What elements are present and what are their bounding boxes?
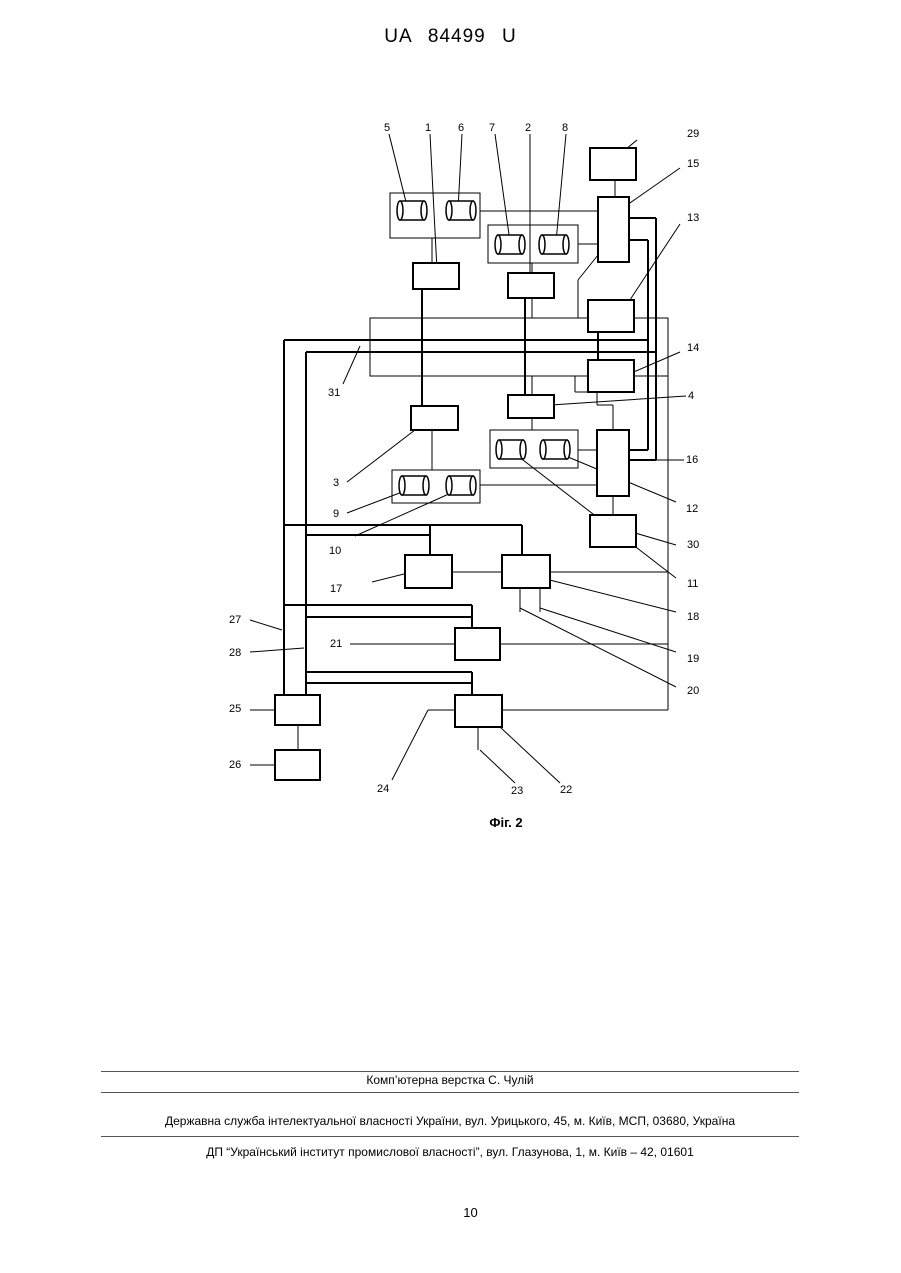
label-23: 23 [511, 785, 523, 797]
label-18: 18 [687, 611, 699, 623]
label-7: 7 [489, 122, 495, 134]
label-6: 6 [458, 122, 464, 134]
label-30: 30 [687, 539, 699, 551]
camera-12 [540, 440, 570, 459]
block-13 [588, 300, 634, 332]
camera-11 [496, 440, 526, 459]
block-16 [597, 430, 629, 496]
block-4 [508, 395, 554, 418]
label-1: 1 [425, 122, 431, 134]
institute-address: ДП “Український інститут промислової вла… [101, 1145, 799, 1159]
label-21: 21 [330, 638, 342, 650]
page-number: 10 [0, 1205, 901, 1220]
label-25: 25 [229, 703, 241, 715]
label-19: 19 [687, 653, 699, 665]
label-11: 11 [687, 578, 698, 590]
label-15: 15 [687, 158, 699, 170]
label-14: 14 [687, 342, 699, 354]
label-4: 4 [688, 390, 694, 402]
block-1 [413, 263, 459, 289]
label-16: 16 [686, 454, 698, 466]
label-5: 5 [384, 122, 390, 134]
block-2 [508, 273, 554, 298]
footer-rule-3 [101, 1136, 799, 1137]
block-14 [588, 360, 634, 392]
camera-7 [495, 235, 525, 254]
block-25 [275, 695, 320, 725]
camera-8 [539, 235, 569, 254]
block-29 [590, 148, 636, 180]
layout-credit: Комп’ютерна верстка С. Чулій [101, 1073, 799, 1087]
block-26 [275, 750, 320, 780]
label-26: 26 [229, 759, 241, 771]
camera-5 [397, 201, 427, 220]
block-22 [455, 695, 502, 727]
camera-10 [446, 476, 476, 495]
block-15 [598, 197, 629, 262]
figure-caption: Фіг. 2 [0, 815, 901, 830]
label-24: 24 [377, 783, 389, 795]
footer-rule-1 [101, 1071, 799, 1072]
label-28: 28 [229, 647, 241, 659]
block-17 [405, 555, 452, 588]
block-18 [502, 555, 550, 588]
label-29: 29 [687, 128, 699, 140]
label-17: 17 [330, 583, 342, 595]
label-12: 12 [686, 503, 698, 515]
label-9: 9 [333, 508, 339, 520]
agency-address: Державна служба інтелектуальної власност… [101, 1114, 799, 1128]
label-22: 22 [560, 784, 572, 796]
camera-9 [399, 476, 429, 495]
label-3: 3 [333, 477, 339, 489]
label-20: 20 [687, 685, 699, 697]
label-10: 10 [329, 545, 341, 557]
block-21 [455, 628, 500, 660]
camera-6 [446, 201, 476, 220]
block-30 [590, 515, 636, 547]
label-2: 2 [525, 122, 531, 134]
label-31: 31 [328, 387, 340, 399]
block-3 [411, 406, 458, 430]
label-8: 8 [562, 122, 568, 134]
label-13: 13 [687, 212, 699, 224]
label-27: 27 [229, 614, 241, 626]
footer-rule-2 [101, 1092, 799, 1093]
